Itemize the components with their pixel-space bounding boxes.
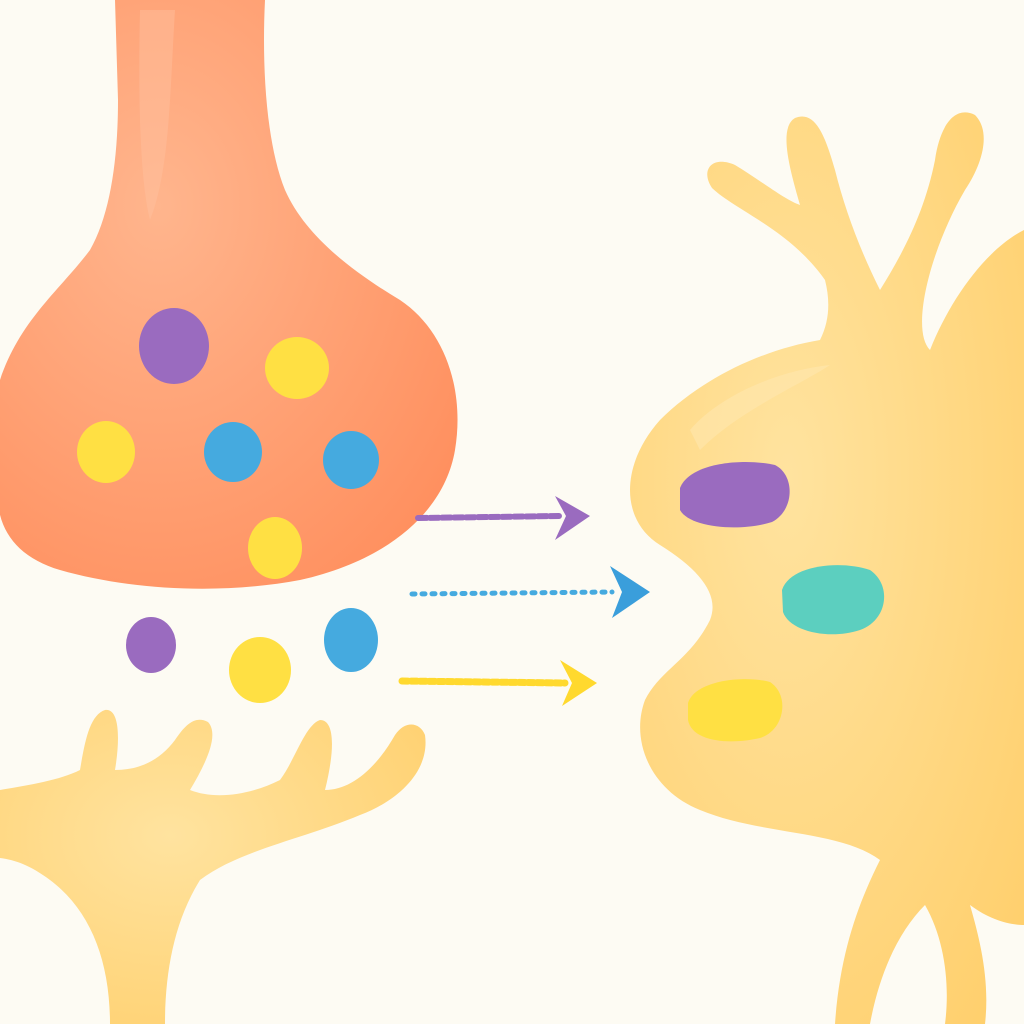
vesicle-yellow [77, 421, 135, 483]
synaptic-vesicles [77, 308, 379, 579]
arrow-blue [409, 566, 650, 618]
released-neurotransmitters [126, 608, 378, 703]
vesicle-yellow [265, 337, 329, 399]
arrow-yellow [398, 660, 597, 706]
neurotransmitter-purple [126, 617, 176, 673]
postsynaptic-highlight [690, 365, 830, 450]
vesicle-purple [139, 308, 209, 384]
receptors [680, 461, 885, 742]
vesicle-blue [204, 422, 262, 482]
presynaptic-body [0, 0, 458, 589]
receptor-teal [782, 565, 885, 635]
neurotransmitter-blue [324, 608, 378, 672]
lower-dendrite [0, 709, 426, 1024]
lower-dendrite-body [0, 709, 426, 1024]
vesicle-blue [323, 431, 379, 489]
presynaptic-highlight [139, 10, 175, 220]
receptor-yellow [688, 679, 783, 742]
presynaptic-terminal [0, 0, 458, 589]
receptor-purple [680, 461, 790, 528]
neurotransmitter-yellow [229, 637, 291, 703]
signal-arrows [398, 496, 650, 706]
vesicle-yellow [248, 517, 302, 579]
arrow-purple [415, 496, 590, 540]
